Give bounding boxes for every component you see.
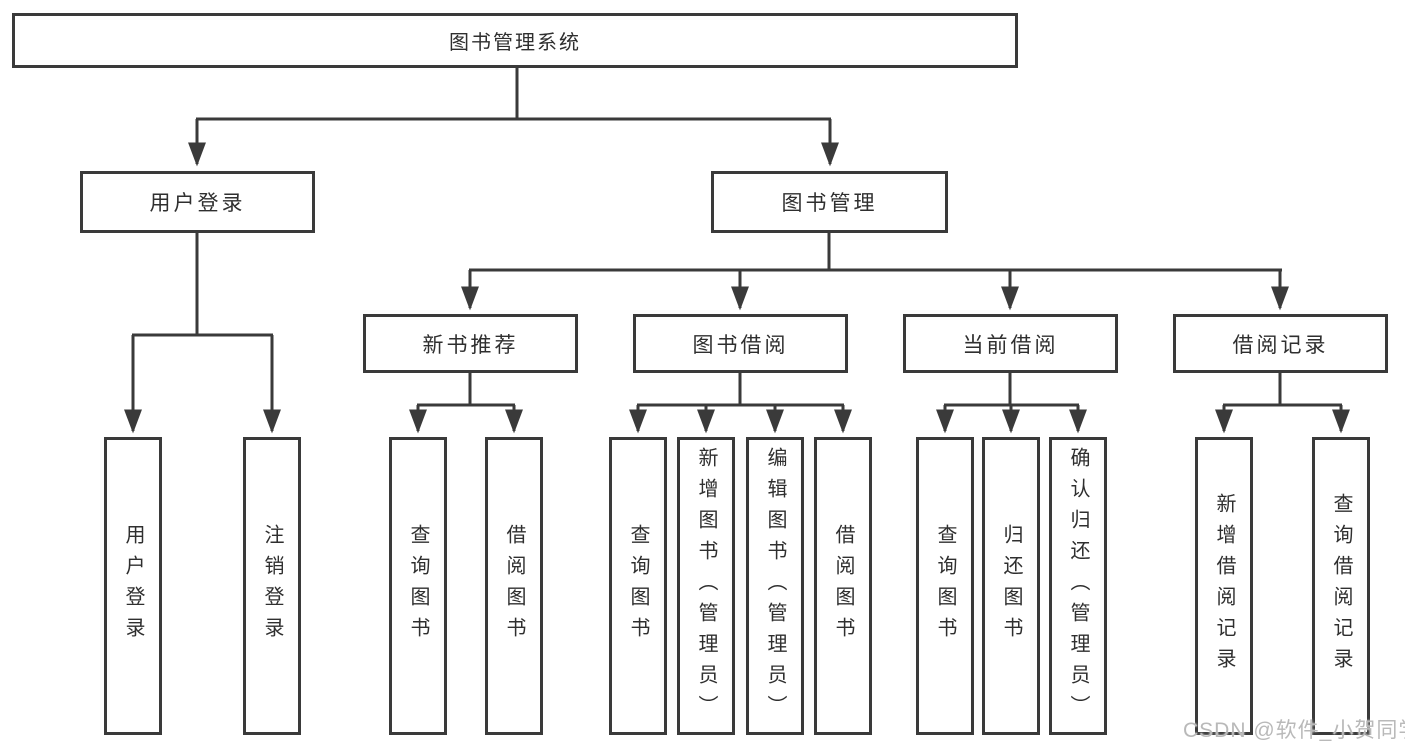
leaf-recommend-borrow-book: 借阅图书 (485, 437, 543, 735)
leaf-query-borrow-record: 查询借阅记录 (1312, 437, 1370, 735)
leaf-logout-label: 注销登录 (261, 524, 283, 648)
node-current-borrow: 当前借阅 (903, 314, 1118, 373)
leaf-edit-book-admin-label: 编辑图书（管理员） (764, 446, 786, 726)
node-book-borrow-label: 图书借阅 (692, 333, 789, 357)
leaf-recommend-query-book: 查询图书 (389, 437, 447, 735)
node-library-system-label: 图书管理系统 (449, 32, 581, 54)
leaf-user-login-label: 用户登录 (122, 524, 144, 648)
leaf-edit-book-admin: 编辑图书（管理员） (746, 437, 804, 735)
leaf-confirm-return-admin: 确认归还（管理员） (1049, 437, 1107, 735)
node-user-login: 用户登录 (80, 171, 315, 233)
csdn-watermark: CSDN @软件_小贺同学 (1183, 719, 1405, 742)
leaf-add-book-admin: 新增图书（管理员） (677, 437, 735, 735)
node-book-management: 图书管理 (711, 171, 948, 233)
leaf-confirm-return-admin-label: 确认归还（管理员） (1067, 446, 1089, 726)
node-new-book-recommend-label: 新书推荐 (422, 333, 519, 357)
leaf-add-borrow-record-label: 新增借阅记录 (1213, 493, 1235, 679)
leaf-recommend-query-book-label: 查询图书 (407, 524, 429, 648)
node-current-borrow-label: 当前借阅 (962, 333, 1059, 357)
node-borrow-records: 借阅记录 (1173, 314, 1388, 373)
node-borrow-records-label: 借阅记录 (1232, 333, 1329, 357)
leaf-add-book-admin-label: 新增图书（管理员） (695, 446, 717, 726)
leaf-current-query-book: 查询图书 (916, 437, 974, 735)
leaf-borrow-book: 借阅图书 (814, 437, 872, 735)
leaf-recommend-borrow-book-label: 借阅图书 (503, 524, 525, 648)
leaf-query-borrow-record-label: 查询借阅记录 (1330, 493, 1352, 679)
leaf-borrow-query-book-label: 查询图书 (627, 524, 649, 648)
leaf-return-book: 归还图书 (982, 437, 1040, 735)
leaf-add-borrow-record: 新增借阅记录 (1195, 437, 1253, 735)
leaf-current-query-book-label: 查询图书 (934, 524, 956, 648)
node-new-book-recommend: 新书推荐 (363, 314, 578, 373)
node-user-login-label: 用户登录 (149, 192, 246, 215)
node-book-management-label: 图书管理 (781, 192, 878, 215)
leaf-logout: 注销登录 (243, 437, 301, 735)
leaf-return-book-label: 归还图书 (1000, 524, 1022, 648)
node-book-borrow: 图书借阅 (633, 314, 848, 373)
node-library-system: 图书管理系统 (12, 13, 1018, 68)
leaf-borrow-query-book: 查询图书 (609, 437, 667, 735)
leaf-user-login: 用户登录 (104, 437, 162, 735)
leaf-borrow-book-label: 借阅图书 (832, 524, 854, 648)
